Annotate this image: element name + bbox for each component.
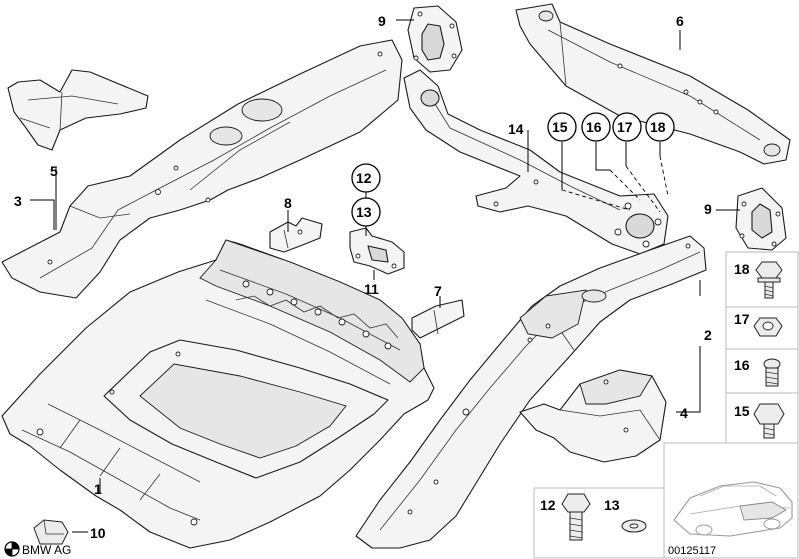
callout-6: 6 <box>676 13 684 29</box>
flange-bolt-icon <box>755 261 783 299</box>
reference-number: 00125117 <box>668 545 716 557</box>
hardware-label-16: 16 <box>734 357 750 373</box>
callout-15: 15 <box>552 119 568 135</box>
part-10-clip[interactable] <box>33 519 69 545</box>
hardware-panel: 18 17 16 15 <box>725 251 799 444</box>
brand-mark: BMW AG <box>4 541 71 557</box>
hardware-cell-16[interactable] <box>725 348 799 394</box>
part-6-crossmember[interactable] <box>515 3 791 165</box>
car-icon <box>673 481 793 537</box>
bolt-icon <box>561 493 591 541</box>
hex-bolt-icon <box>753 403 785 439</box>
hardware-label-13: 13 <box>604 497 620 513</box>
callout-5: 5 <box>50 163 58 179</box>
circled-callouts: 12 13 15 16 17 18 <box>351 112 675 227</box>
part-7-plate[interactable] <box>411 299 465 339</box>
part-11-bracket[interactable] <box>349 227 405 275</box>
hardware-label-15: 15 <box>734 403 750 419</box>
part-9-plate-top[interactable] <box>407 5 463 73</box>
part-9-plate-right[interactable] <box>735 187 787 251</box>
hardware-label-12: 12 <box>540 497 556 513</box>
callout-10: 10 <box>90 525 106 541</box>
callout-17: 17 <box>617 119 633 135</box>
washer-icon <box>621 519 647 533</box>
leader-lines <box>30 19 740 533</box>
part-2-right-member[interactable] <box>355 235 707 549</box>
callout-9-top: 9 <box>378 13 386 29</box>
callout-1: 1 <box>94 481 102 497</box>
callout-16: 16 <box>586 119 602 135</box>
callout-11: 11 <box>364 281 379 297</box>
callout-18: 18 <box>650 119 666 135</box>
part-3-left-member[interactable] <box>1 39 403 299</box>
callout-4: 4 <box>680 405 688 421</box>
callout-labels: 5 3 9 6 8 11 7 9 14 2 4 1 10 <box>14 13 712 541</box>
part-14-bracket-arm[interactable] <box>403 69 669 255</box>
callout-9-right: 9 <box>704 201 712 217</box>
callout-8: 8 <box>284 195 292 211</box>
callout-3: 3 <box>14 193 22 209</box>
callout-2: 2 <box>704 327 712 343</box>
part-4-cover[interactable] <box>519 369 667 463</box>
brand-text: BMW AG <box>22 543 71 557</box>
part-1-floor-pan[interactable] <box>1 239 435 549</box>
bottom-hardware: 12 13 <box>533 487 665 559</box>
callout-12: 12 <box>356 170 372 186</box>
part-5-cover[interactable] <box>7 69 149 151</box>
callout-7: 7 <box>434 283 442 299</box>
part-8-bracket[interactable] <box>269 217 323 253</box>
callout-13: 13 <box>356 204 372 220</box>
hardware-label-18: 18 <box>734 261 750 277</box>
callout-14: 14 <box>508 121 524 137</box>
hardware-label-17: 17 <box>734 311 750 327</box>
vehicle-locator-thumbnail: 00125117 <box>663 442 799 559</box>
screw-icon <box>763 358 781 387</box>
nut-icon <box>753 317 783 337</box>
